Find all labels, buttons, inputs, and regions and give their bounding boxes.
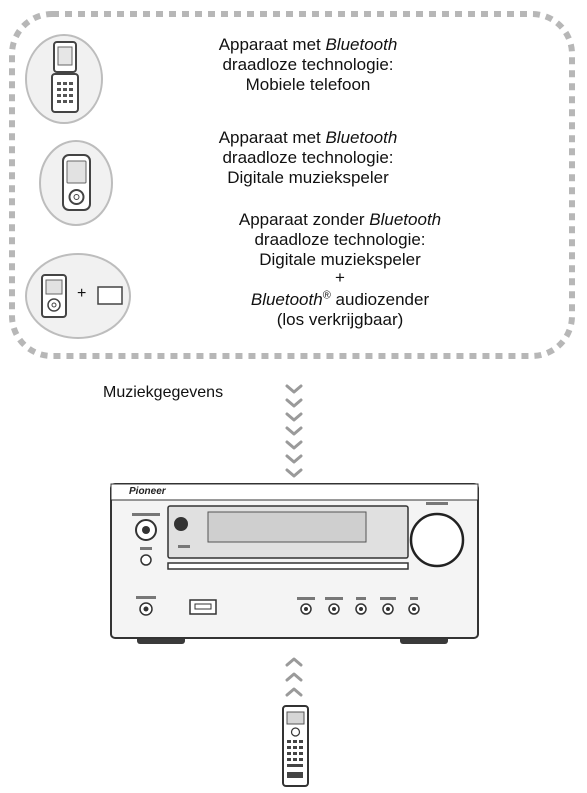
device-3-line2: draadloze technologie: xyxy=(254,230,426,249)
remote-signal-chevrons xyxy=(285,657,303,697)
device-3-description: Apparaat zonder Bluetooth draadloze tech… xyxy=(190,210,490,330)
device-3-line1: Apparaat zonder Bluetooth xyxy=(190,210,490,230)
digital-music-player-icon xyxy=(39,140,113,226)
music-player-plus-transmitter-icon xyxy=(25,253,131,339)
remote-control-icon xyxy=(282,705,309,787)
device-2-line1: Apparaat met Bluetooth xyxy=(188,128,428,148)
mobile-phone-icon xyxy=(25,34,103,124)
registered-mark: ® xyxy=(322,289,331,302)
device-3-prefix: Apparaat zonder xyxy=(238,210,370,229)
device-2-line2: draadloze technologie: xyxy=(222,148,394,167)
device-3-transmitter-brand: Bluetooth xyxy=(250,290,323,309)
plus-sign-icon: + xyxy=(77,285,87,302)
device-1-line1: Apparaat met Bluetooth xyxy=(188,35,428,55)
data-flow-chevrons xyxy=(285,384,303,478)
receiver-brand: Pioneer xyxy=(129,486,166,497)
device-2-line3: Digitale muziekspeler xyxy=(227,168,389,187)
device-1-prefix: Apparaat met xyxy=(218,35,326,54)
device-3-line3: Digitale muziekspeler xyxy=(259,250,421,269)
device-1-line3: Mobiele telefoon xyxy=(245,75,371,94)
flow-label: Muziekgegevens xyxy=(103,384,224,401)
device-2-brand: Bluetooth xyxy=(325,128,398,147)
stereo-receiver-icon xyxy=(110,483,479,644)
device-2-description: Apparaat met Bluetooth draadloze technol… xyxy=(188,128,428,188)
device-3-transmitter-suffix: audiozender xyxy=(330,290,430,309)
device-2-prefix: Apparaat met xyxy=(218,128,326,147)
device-3-line5: Bluetooth® audiozender xyxy=(190,290,490,310)
device-3-line6: (los verkrijgbaar) xyxy=(276,310,404,329)
device-3-brand: Bluetooth xyxy=(369,210,442,229)
device-group-outline xyxy=(9,11,575,359)
device-3-plus: + xyxy=(335,268,345,287)
device-1-brand: Bluetooth xyxy=(325,35,398,54)
device-1-line2: draadloze technologie: xyxy=(222,55,394,74)
device-1-description: Apparaat met Bluetooth draadloze technol… xyxy=(188,35,428,95)
